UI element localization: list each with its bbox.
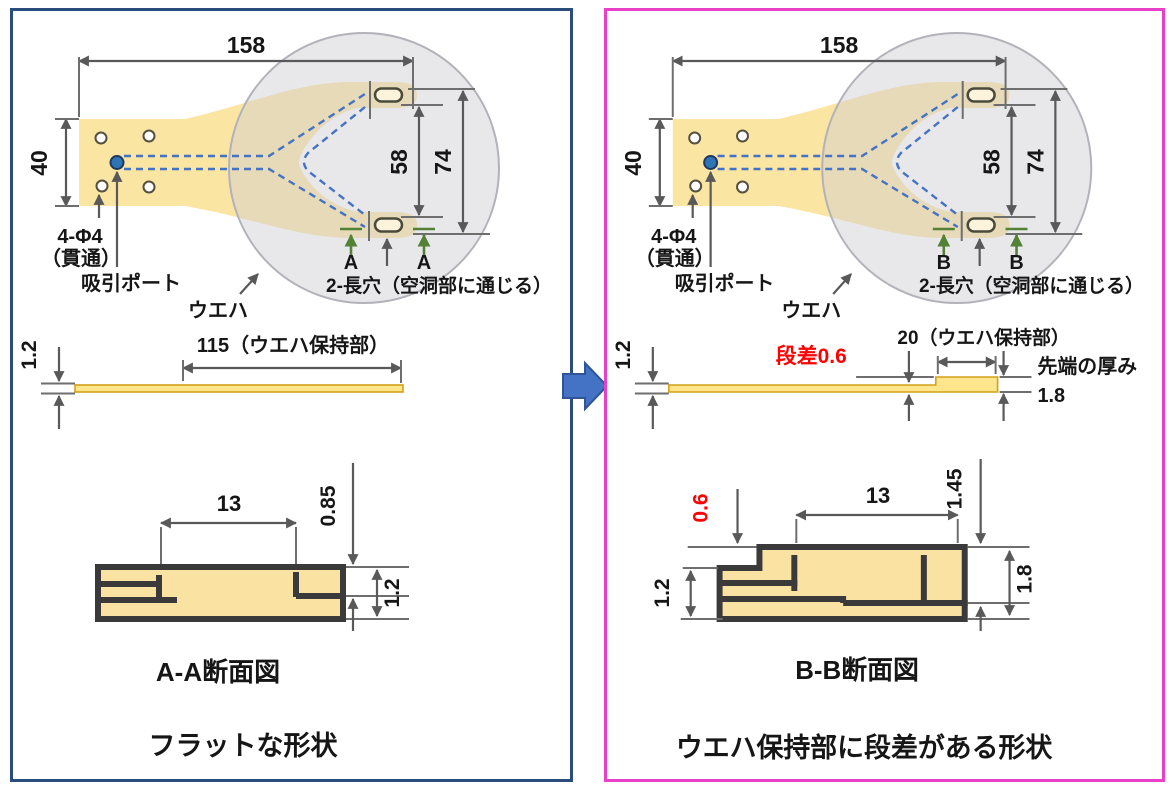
holes-note-label: （貫通）: [41, 247, 121, 270]
section-title: A-A断面図: [156, 657, 280, 687]
dim-158: 158: [227, 32, 266, 58]
wafer-circle: [228, 32, 500, 304]
vacuum-channel-dashed-line: [717, 167, 959, 229]
slot-oblong-hole: [966, 87, 996, 103]
wafer-circle: [821, 32, 1093, 304]
mounting-hole: [689, 179, 703, 193]
thickness-dim: 1.2: [381, 578, 404, 607]
section-letter: A: [417, 252, 431, 274]
vacuum-channel-dashed-line: [895, 106, 959, 216]
dim-74: 74: [1022, 149, 1048, 175]
wafer-leader-arrow: [832, 273, 852, 295]
dim-58: 58: [979, 149, 1005, 175]
holes-label: 4-Φ4: [651, 226, 696, 248]
slot-oblong-hole: [966, 217, 996, 233]
fork-shape: [672, 82, 1010, 238]
mounting-hole: [142, 129, 156, 143]
dim-158: 158: [820, 32, 858, 58]
slot-oblong-hole: [373, 217, 404, 233]
cavity-depth-dim: 1.45: [944, 468, 967, 509]
tip-thickness-dim: 1.8: [1037, 385, 1065, 407]
mounting-hole: [688, 131, 702, 145]
top-view: 158 40 58 74 A A 2-長穴（空洞部に通じる） ウエハ 4-Φ4 …: [26, 32, 552, 322]
right-panel-drawing: 158 40 58 74 B B 2-長穴（空洞部に通じる） ウエハ 4-Φ4 …: [612, 32, 1144, 763]
panel-caption: フラットな形状: [149, 731, 339, 761]
panel-caption: ウエハ保持部に段差がある形状: [676, 732, 1054, 763]
section-letter: A: [344, 252, 358, 274]
suction-port-label: 吸引ポート: [675, 271, 775, 295]
holes-note-label: （貫通）: [635, 247, 715, 270]
slot-width-dim: 13: [866, 483, 890, 508]
mounting-hole: [142, 180, 156, 194]
wafer-label: ウエハ: [781, 299, 841, 322]
vacuum-channel-dashed-line: [124, 167, 366, 229]
tip-thickness-label: 先端の厚み: [1037, 354, 1137, 378]
top-view: 158 40 58 74 B B 2-長穴（空洞部に通じる） ウエハ 4-Φ4 …: [620, 32, 1144, 322]
slot-oblong-hole: [373, 87, 404, 103]
vacuum-channel-dashed-line: [124, 92, 366, 158]
dim-40: 40: [620, 150, 646, 176]
side-thickness-dim: 1.2: [612, 340, 635, 369]
dim-58: 58: [386, 149, 412, 175]
right-arrow-icon: [562, 360, 609, 412]
side-view-bar: [74, 384, 404, 393]
right-panel-stepped-shape: 158 40 58 74 B B 2-長穴（空洞部に通じる） ウエハ 4-Φ4 …: [604, 8, 1165, 782]
mounting-hole: [94, 131, 108, 145]
mounting-hole: [736, 180, 749, 194]
side-thickness-dim: 1.2: [18, 340, 41, 369]
tip-thickness-dim: 1.8: [1014, 564, 1037, 594]
section-letter: B: [1009, 252, 1023, 274]
side-view: 1.2 段差0.6 20（ウエハ保持部） 先端の厚み 1.8: [612, 326, 1137, 429]
vacuum-channel-dashed-line: [717, 92, 959, 158]
slots-label: 2-長穴（空洞部に通じる）: [919, 274, 1144, 297]
left-panel-flat-shape: 158 40 58 74 A A 2-長穴（空洞部に通じる） ウエハ 4-Φ4 …: [10, 8, 573, 782]
section-letter: B: [937, 252, 951, 274]
section-view-bb: 0.6 1.2 13 1.45 1.8: [651, 459, 1037, 631]
slots-label: 2-長穴（空洞部に通じる）: [326, 274, 552, 297]
mounting-hole: [95, 179, 109, 193]
step-dim: 0.6: [690, 493, 713, 522]
step-dim: 段差0.6: [776, 344, 847, 368]
suction-port-dot: [109, 155, 125, 170]
wafer-label: ウエハ: [188, 299, 248, 322]
mounting-hole: [736, 129, 749, 143]
suction-port-dot: [703, 155, 719, 170]
side-view: 1.2 115（ウエハ保持部）: [18, 333, 404, 429]
holder-span-dim: 20（ウエハ保持部）: [897, 326, 1069, 349]
cavity-depth-dim: 0.85: [317, 485, 340, 526]
holder-span-dim: 115（ウエハ保持部）: [197, 333, 389, 357]
section-view-aa: 13 0.85 1.2: [95, 463, 409, 631]
vacuum-channel-dashed-line: [302, 106, 366, 216]
holes-label: 4-Φ4: [57, 226, 103, 248]
transition-arrow: [555, 354, 611, 416]
dim-40: 40: [26, 150, 52, 176]
base-thickness-dim: 1.2: [651, 578, 674, 607]
section-title: B-B断面図: [795, 655, 919, 685]
fork-shape: [79, 82, 417, 238]
slot-width-dim: 13: [217, 491, 241, 516]
left-panel-drawing: 158 40 58 74 A A 2-長穴（空洞部に通じる） ウエハ 4-Φ4 …: [18, 32, 552, 761]
side-view-bar-stepped: [667, 376, 999, 393]
wafer-leader-arrow: [239, 273, 259, 295]
dim-74: 74: [430, 149, 456, 175]
suction-port-label: 吸引ポート: [81, 271, 181, 295]
